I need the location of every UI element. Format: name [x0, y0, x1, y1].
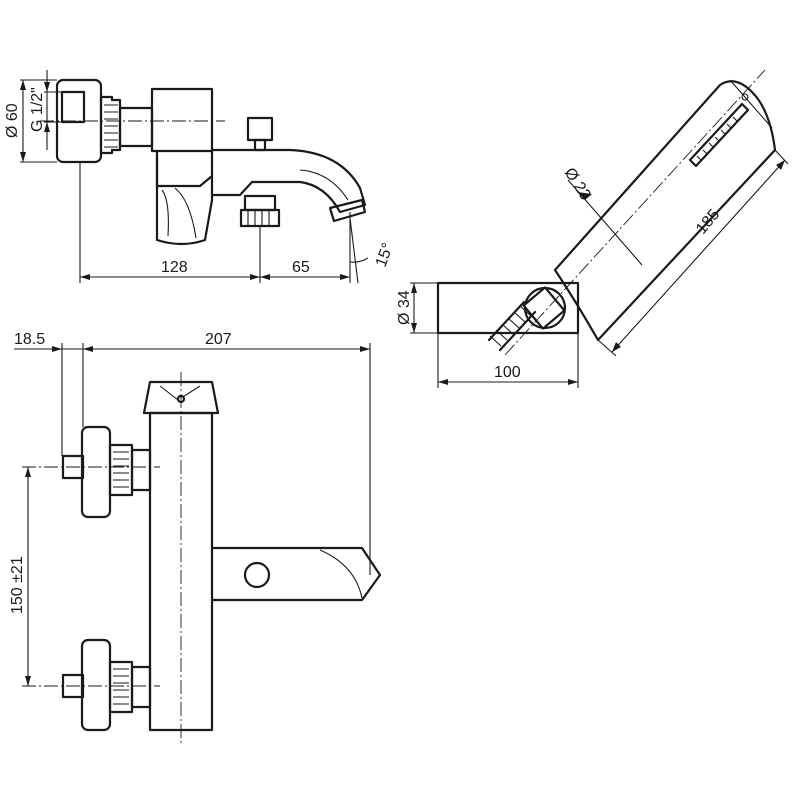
g12-arrow-bottom: [44, 122, 50, 132]
hose-outlet-nut: [243, 194, 277, 212]
inlet-stub: [60, 90, 86, 124]
top-spout: [210, 546, 382, 602]
d34-arrow-top: [411, 283, 417, 293]
nozzle-dots: [696, 116, 738, 161]
upper-neck: [130, 448, 152, 492]
spout: [210, 148, 367, 214]
d207-arrow-left: [83, 346, 93, 352]
side-view-mixer: Ø 60 G 1/2" 128 65 15°: [4, 70, 397, 284]
d65-arrow-right: [340, 274, 350, 280]
d150-arrow-top: [25, 467, 31, 477]
angle-line: [349, 217, 359, 284]
hand-shower-view: Ø 23 185 Ø 34 100: [396, 69, 789, 388]
angle-arc: [349, 257, 369, 263]
handle-cap: [142, 380, 220, 415]
dim-15deg: 15°: [373, 241, 397, 270]
d100-arrow-left: [438, 379, 448, 385]
dim-65: 65: [292, 259, 310, 276]
thread-lines: [104, 104, 118, 148]
hose-connector: [522, 286, 566, 330]
lower-neck: [130, 665, 152, 709]
d23-arrow: [577, 192, 592, 200]
lower-flange: [80, 638, 112, 732]
shower-face-edge: [729, 79, 773, 129]
d65-arrow-left: [260, 274, 270, 280]
upper-flange: [80, 425, 112, 519]
d185-line: [611, 159, 786, 353]
d185-arrow-bottom: [612, 342, 621, 352]
g12-arrow-top: [44, 82, 50, 92]
shower-centerline: [504, 69, 766, 356]
hose-ribs: [489, 305, 532, 347]
d207-arrow-right: [360, 346, 370, 352]
handle-shading: [174, 187, 197, 239]
outlet-thread-lines: [247, 210, 270, 226]
dim-150: 150 ±21: [9, 556, 26, 614]
spray-nozzles: [688, 102, 750, 168]
d128-arrow-left: [80, 274, 90, 280]
hose: [487, 300, 537, 352]
dim-g12: G 1/2": [29, 87, 46, 132]
d128-arrow-right: [250, 274, 260, 280]
handle-lever: [155, 149, 214, 246]
spout-base: [155, 156, 214, 188]
dim-128: 128: [161, 259, 188, 276]
dim-d34: Ø 34: [396, 290, 413, 325]
shower-head: [553, 80, 777, 342]
d185-ext-bottom: [597, 339, 617, 357]
diverter-top: [243, 561, 271, 589]
aerator: [328, 198, 367, 223]
d60-arrow-top: [20, 80, 26, 90]
d34-arrow-bottom: [411, 323, 417, 333]
spout-contour: [299, 169, 349, 201]
wall-holder: [436, 281, 580, 335]
mixer-body: [150, 87, 214, 153]
dim-d23: Ø 23: [561, 165, 594, 203]
d185-ext-top: [774, 149, 789, 165]
dim-207: 207: [205, 331, 232, 348]
d150-arrow-bottom: [25, 676, 31, 686]
d60-arrow-bottom: [20, 152, 26, 162]
d100-arrow-right: [568, 379, 578, 385]
shower-detail-dot: [741, 93, 749, 101]
dim-d60: Ø 60: [4, 103, 21, 138]
lower-threads: [113, 668, 129, 705]
hose-outlet-thread: [239, 208, 281, 228]
body-neck: [118, 106, 154, 148]
handle-shading-2: [161, 189, 169, 237]
diverter-stem: [253, 138, 267, 152]
d18-arrow-left: [52, 346, 62, 352]
upper-threads: [113, 451, 129, 488]
d185-arrow-top: [776, 160, 785, 170]
spout-shade: [319, 549, 363, 599]
threaded-connector: [99, 95, 122, 155]
dim-100: 100: [494, 364, 521, 381]
diverter-knob: [246, 116, 274, 142]
dim-18-5: 18.5: [14, 331, 45, 348]
top-view-mixer: 18.5 207 150 ±21: [9, 331, 382, 745]
